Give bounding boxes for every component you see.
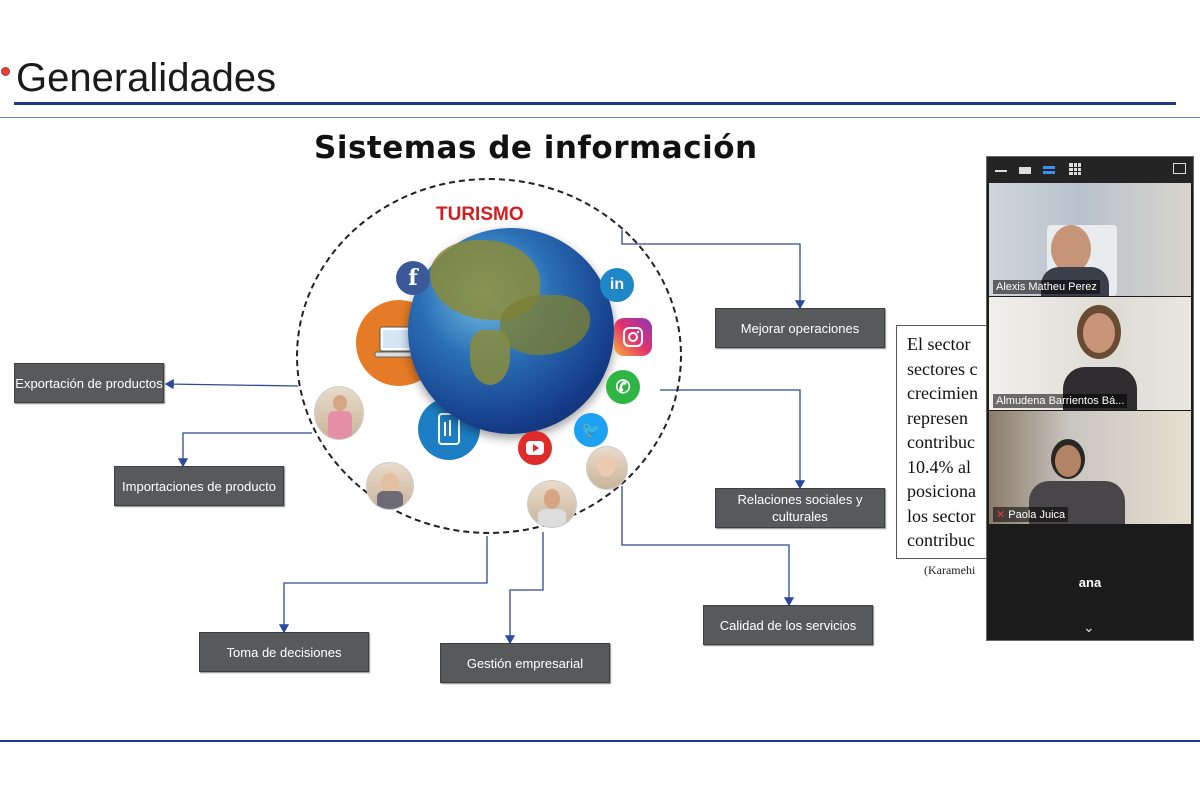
title-bullet xyxy=(1,67,10,76)
header-divider xyxy=(0,117,1200,118)
person-photo xyxy=(586,446,628,490)
facebook-icon: f xyxy=(396,261,430,295)
box-exportacion: Exportación de productos xyxy=(14,363,164,403)
box-toma-decisiones: Toma de decisiones xyxy=(199,632,369,672)
twitter-icon: 🐦 xyxy=(574,413,608,447)
youtube-icon xyxy=(518,431,552,465)
citation-line: contribuc xyxy=(907,530,975,550)
box-mejorar-operaciones: Mejorar operaciones xyxy=(715,308,885,348)
tablet-icon xyxy=(438,413,460,445)
diagram-title: Sistemas de información xyxy=(314,130,758,166)
dashed-circle xyxy=(296,178,682,534)
person-photo xyxy=(314,386,364,440)
self-view-name: ana xyxy=(1078,575,1102,590)
participant-name: Almudena Barrientos Bá... xyxy=(993,394,1128,408)
participant-video-tile[interactable]: Almudena Barrientos Bá... xyxy=(989,297,1191,410)
participant-video-tile[interactable]: Alexis Matheu Perez xyxy=(989,183,1191,296)
person-photo xyxy=(366,462,414,510)
box-gestion-empresarial: Gestión empresarial xyxy=(440,643,610,683)
chevron-down-icon[interactable]: ⌄ xyxy=(1083,619,1095,635)
whatsapp-icon: ✆ xyxy=(606,370,640,404)
citation-line: represen xyxy=(907,407,968,428)
box-importaciones: Importaciones de producto xyxy=(114,466,284,506)
linkedin-icon: in xyxy=(600,268,634,302)
video-participants-panel: Alexis Matheu Perez Almudena Barrientos … xyxy=(986,156,1194,641)
gallery-view-icon[interactable] xyxy=(1069,163,1081,175)
panel-toolbar xyxy=(987,157,1193,183)
citation-line: los sector xyxy=(907,505,976,526)
citation-line: contribuc xyxy=(907,432,975,452)
citation-line: posiciona xyxy=(907,481,976,501)
citation-reference: (Karamehi xyxy=(924,563,976,577)
muted-mic-icon: ✕ xyxy=(996,509,1006,521)
box-relaciones: Relaciones sociales y culturales xyxy=(715,488,885,528)
footer-divider xyxy=(0,740,1200,742)
citation-line: 10.4% al xyxy=(907,456,971,477)
citation-text: El sector sectores c crecimien represen … xyxy=(897,326,1007,553)
speaker-view-icon[interactable] xyxy=(1019,167,1031,174)
box-calidad-servicios: Calidad de los servicios xyxy=(703,605,873,645)
participant-name-text: Paola Juica xyxy=(1008,509,1066,521)
instagram-icon xyxy=(614,318,652,356)
citation-line: sectores c xyxy=(907,358,978,379)
participant-name: Alexis Matheu Perez xyxy=(993,280,1100,294)
center-label: TURISMO xyxy=(436,204,524,225)
citation-line: El sector xyxy=(907,334,971,354)
title-underline xyxy=(14,102,1176,105)
strip-view-icon[interactable] xyxy=(1043,166,1055,169)
slide-title: Generalidades xyxy=(16,56,277,100)
minimize-icon[interactable] xyxy=(995,170,1007,172)
citation-line: crecimien xyxy=(907,383,978,403)
person-photo xyxy=(527,480,577,528)
participant-video-tile[interactable]: ✕ Paola Juica xyxy=(989,411,1191,524)
exit-fullscreen-icon[interactable] xyxy=(1173,163,1186,174)
participant-name: ✕ Paola Juica xyxy=(993,507,1069,522)
globe-land xyxy=(470,330,510,385)
